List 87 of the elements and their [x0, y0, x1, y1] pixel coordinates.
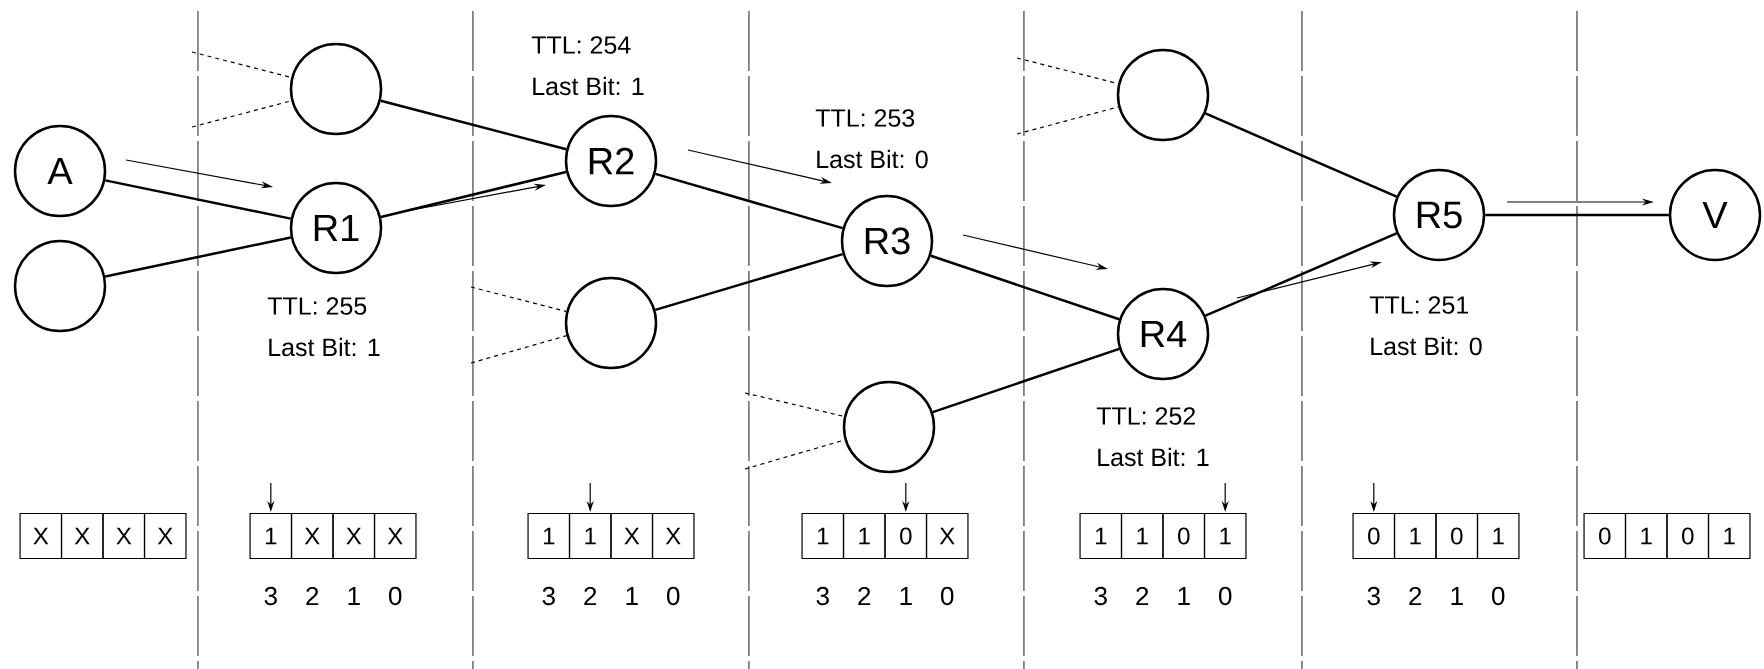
bit-cell: X: [925, 512, 969, 560]
ttl-label: TTL: 255: [267, 297, 367, 315]
network-node: V: [1668, 168, 1762, 262]
bit-index: 0: [667, 586, 680, 606]
bit-index: 0: [1219, 586, 1232, 606]
bit-index: 2: [858, 586, 871, 606]
ttl-label: Last Bit: 1: [533, 76, 644, 96]
bit-cell: 1: [1079, 512, 1123, 560]
bit-cell: 1: [1120, 512, 1164, 560]
link-line: [1205, 232, 1398, 317]
bit-cell: 1: [249, 512, 293, 560]
bit-cell: 0: [1583, 512, 1627, 560]
link-line: [932, 347, 1120, 414]
bit-cell: 0: [884, 512, 928, 560]
link-line: [655, 252, 844, 312]
bit-index: 1: [626, 587, 638, 605]
bit-cell: 1: [568, 512, 612, 560]
dotted-stub-line: [1016, 57, 1119, 85]
ttl-label: Last Bit: 1: [269, 337, 380, 357]
ttl-label: TTL: 253: [815, 109, 915, 127]
bit-index: 2: [584, 586, 597, 606]
bit-cell: X: [373, 512, 417, 560]
network-node: [289, 42, 383, 136]
dotted-stub-line: [191, 51, 292, 79]
dotted-stub-line: [1016, 106, 1119, 135]
dotted-stub-line: [470, 286, 567, 313]
bit-index: 3: [816, 586, 829, 606]
bit-cell: 1: [1393, 512, 1437, 560]
bit-index: 0: [1492, 586, 1505, 606]
bit-cell: 0: [1666, 512, 1710, 560]
bit-index: 2: [1136, 586, 1149, 606]
link-line: [380, 170, 567, 219]
bit-cell: 1: [1203, 512, 1247, 560]
ttl-label: Last Bit: 0: [1371, 336, 1482, 356]
bit-index: 0: [389, 586, 402, 606]
bit-cell: 1: [1707, 512, 1751, 560]
bit-index: 3: [1367, 586, 1380, 606]
link-line: [930, 254, 1120, 321]
network-node: [1116, 48, 1210, 142]
bit-cell: X: [290, 512, 334, 560]
bit-cell: 0: [1162, 512, 1206, 560]
network-node: R2: [564, 114, 658, 208]
network-node: A: [13, 124, 107, 218]
link-line: [1485, 213, 1669, 217]
bit-cell: 1: [1476, 512, 1520, 560]
bit-cell: 0: [1435, 512, 1479, 560]
bit-cell: X: [19, 512, 63, 560]
bit-cell: X: [143, 512, 187, 560]
bit-cell: 1: [842, 512, 886, 560]
link-line: [655, 172, 843, 230]
ttl-label: TTL: 251: [1369, 296, 1468, 314]
bit-cell: X: [610, 512, 654, 560]
bit-index: 2: [1409, 586, 1422, 606]
ttl-label: Last Bit: 1: [1098, 447, 1209, 467]
link-line: [380, 99, 567, 151]
bit-index: 1: [900, 587, 912, 605]
network-node: [564, 276, 658, 370]
ttl-label: TTL: 252: [1096, 407, 1195, 425]
link-line: [105, 179, 291, 220]
network-node: R1: [289, 181, 383, 275]
bit-index: 1: [1178, 587, 1190, 605]
bit-index: 1: [1451, 587, 1463, 605]
bit-index: 3: [1094, 586, 1107, 606]
link-line: [105, 236, 291, 278]
ttl-label: TTL: 254: [531, 36, 631, 54]
bit-cell: X: [332, 512, 376, 560]
bit-index: 1: [348, 587, 360, 605]
link-line: [1204, 112, 1398, 198]
bit-index: 0: [941, 586, 954, 606]
bit-cell: 1: [801, 512, 845, 560]
network-node: [13, 239, 107, 333]
bit-index: 2: [306, 586, 319, 606]
network-node: R5: [1392, 168, 1486, 262]
bit-index: 3: [542, 586, 555, 606]
ttl-label: Last Bit: 0: [817, 149, 928, 169]
bit-index: 3: [264, 586, 277, 606]
network-node: R4: [1116, 287, 1210, 381]
bit-cell: 1: [527, 512, 571, 560]
network-node: [842, 380, 936, 474]
network-node: R3: [840, 194, 934, 288]
bit-cell: X: [651, 512, 695, 560]
bit-cell: X: [60, 512, 104, 560]
dotted-stub-line: [744, 392, 845, 417]
bit-cell: 0: [1352, 512, 1396, 560]
bit-cell: X: [102, 512, 146, 560]
dotted-stub-line: [470, 335, 568, 364]
bit-cell: 1: [1624, 512, 1668, 560]
